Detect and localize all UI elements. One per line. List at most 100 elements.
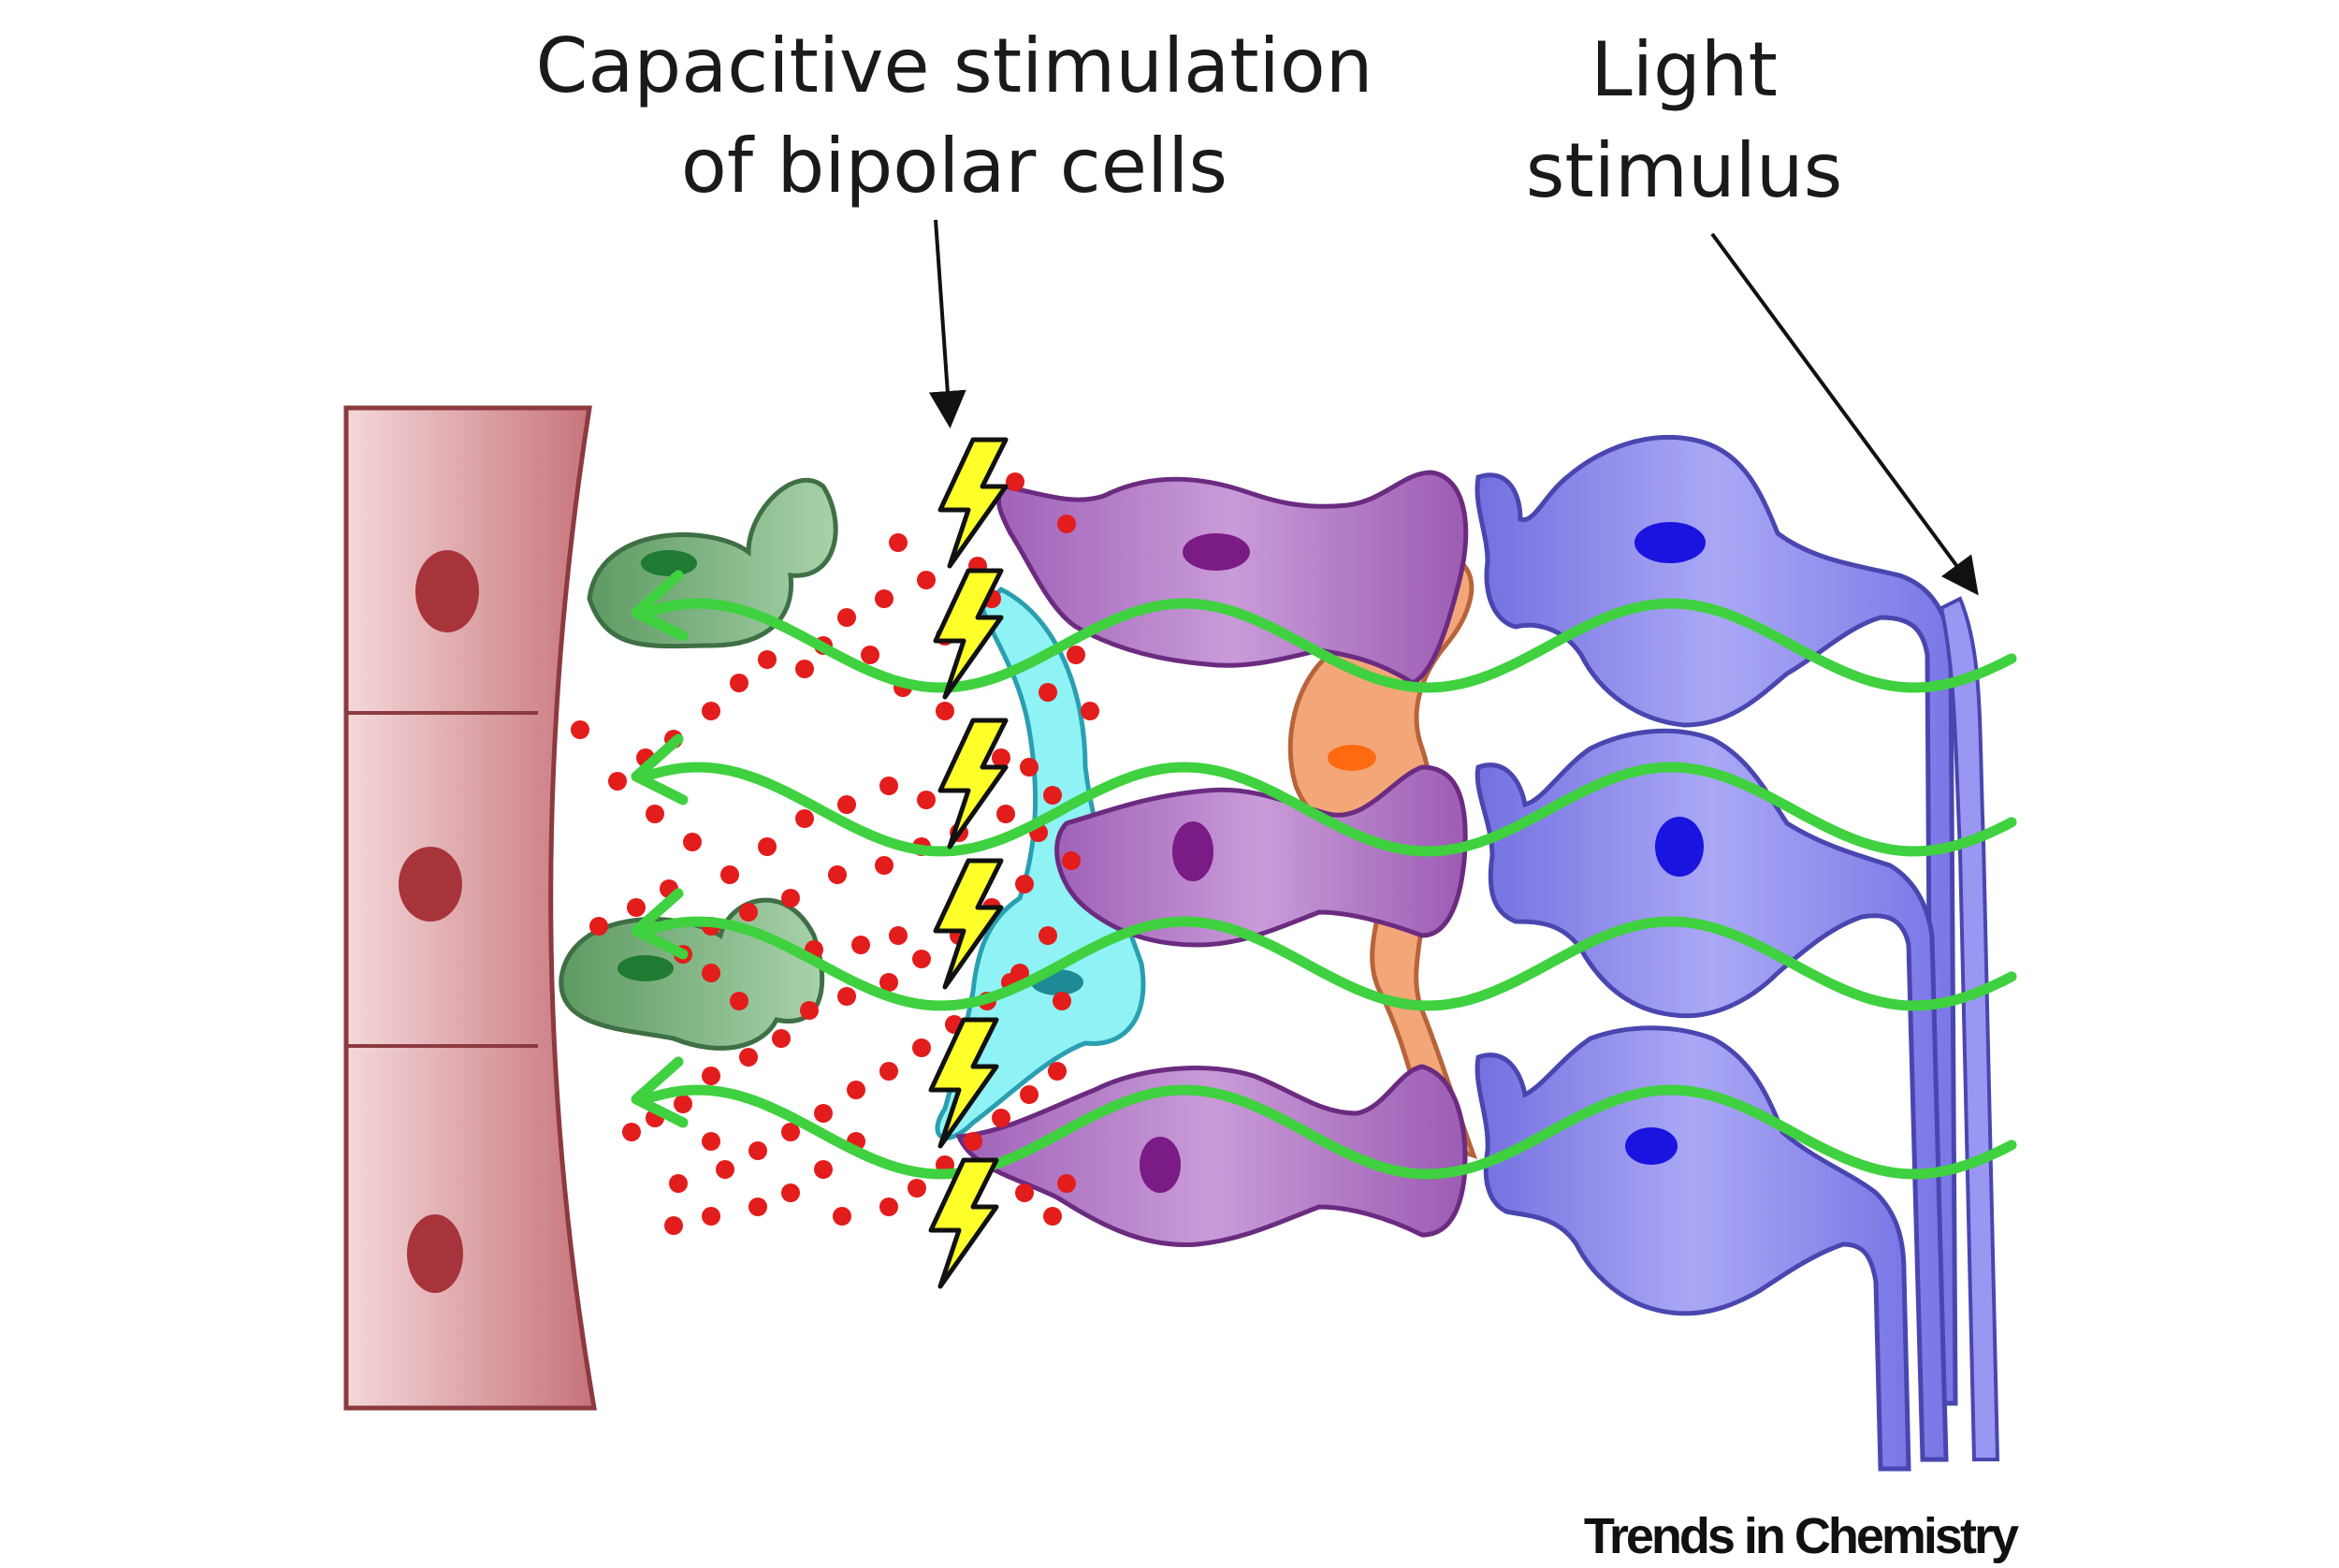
particle <box>1043 1207 1062 1226</box>
particle <box>964 1132 982 1151</box>
capacitive-label-line1: Capacitive stimulation <box>536 22 1373 109</box>
light-wave-arrowhead <box>631 570 689 642</box>
bipolar-cell-middle <box>1054 764 1468 948</box>
particle <box>589 917 608 936</box>
particle <box>716 1160 734 1179</box>
particle <box>814 1160 833 1179</box>
particle <box>683 833 702 851</box>
particle <box>739 1048 758 1067</box>
particle <box>669 1174 688 1193</box>
light-wave <box>640 916 2017 1011</box>
particle <box>1062 851 1081 870</box>
particle <box>814 1104 833 1123</box>
particle <box>1057 1174 1076 1193</box>
particle <box>889 926 908 945</box>
particle <box>837 608 856 627</box>
particle <box>1015 1183 1034 1202</box>
particle <box>879 1062 898 1081</box>
particle <box>1043 786 1062 805</box>
particle <box>875 856 893 875</box>
particle <box>795 660 814 678</box>
particle <box>847 1081 865 1099</box>
particle <box>837 987 856 1006</box>
particle <box>664 1216 683 1235</box>
particle <box>772 1029 791 1048</box>
particle <box>748 1141 767 1160</box>
particle <box>908 1179 926 1198</box>
light-wave <box>640 762 2017 857</box>
bipolar-nucleus <box>1140 1137 1181 1193</box>
light-label-line2: stimulus <box>1526 127 1843 214</box>
epithelium-nucleus <box>399 847 462 922</box>
pigment-epithelium <box>343 405 597 1411</box>
photoreceptor-middle <box>1475 728 1949 1462</box>
lightning-bolt-icon <box>928 1157 999 1289</box>
particle <box>912 1038 931 1057</box>
particle <box>851 936 870 954</box>
particle <box>875 589 893 608</box>
particle <box>917 571 936 589</box>
particle <box>730 674 748 692</box>
particle <box>702 1132 720 1151</box>
particle <box>702 964 720 982</box>
lightning-bolts <box>928 437 1009 1289</box>
particle <box>1020 758 1039 777</box>
lightning-bolt-icon <box>937 718 1009 849</box>
particle <box>608 772 627 791</box>
particle <box>837 795 856 814</box>
particle <box>800 1001 819 1020</box>
light-wave-arrowhead <box>631 1056 689 1128</box>
particle <box>996 805 1015 823</box>
bipolar-nucleus <box>1172 821 1213 881</box>
particle <box>879 777 898 795</box>
particle <box>861 646 879 664</box>
photoreceptor-nucleus <box>1655 817 1704 877</box>
particle <box>828 865 847 884</box>
epithelium-nucleus <box>415 550 479 632</box>
light-arrow <box>1710 232 1979 596</box>
particle <box>627 898 646 917</box>
particle <box>758 837 777 856</box>
particle <box>833 1207 851 1226</box>
particle <box>781 1123 800 1141</box>
particle <box>702 702 720 720</box>
photoreceptor-bottom <box>1475 1025 1911 1472</box>
particle <box>936 702 954 720</box>
capacitive-label-line2: of bipolar cells <box>681 123 1228 210</box>
particle <box>1039 683 1057 702</box>
particle <box>781 1183 800 1202</box>
capacitive-arrow <box>928 219 966 428</box>
particle <box>702 1067 720 1085</box>
light-wave <box>640 598 2017 693</box>
bipolar-nucleus <box>1183 533 1250 571</box>
particle <box>674 1095 692 1113</box>
particle <box>889 533 908 552</box>
particle <box>992 748 1010 767</box>
glial-cell-upper <box>587 477 838 649</box>
particle <box>1048 1062 1067 1081</box>
lightning-bolt-icon <box>933 568 1004 700</box>
particle <box>646 805 664 823</box>
particle <box>571 720 589 739</box>
photoreceptor-outer-segment <box>1939 596 2000 1461</box>
photoreceptor-nucleus <box>1634 522 1706 563</box>
particle <box>1015 875 1034 893</box>
particle <box>917 791 936 809</box>
particle <box>912 950 931 968</box>
particle <box>879 973 898 992</box>
particle <box>748 1198 767 1216</box>
particle <box>1067 646 1085 664</box>
light-waves <box>631 570 2017 1180</box>
particle <box>1020 1085 1039 1104</box>
particle <box>1081 702 1099 720</box>
particle <box>1039 926 1057 945</box>
lightning-bolt-icon <box>937 437 1009 569</box>
particle <box>758 650 777 669</box>
lightning-bolt-icon <box>933 858 1004 990</box>
particle <box>879 1198 898 1216</box>
particle <box>795 809 814 828</box>
light-label-line1: Light <box>1591 26 1778 113</box>
light-wave-arrowhead <box>631 733 689 806</box>
particle <box>1006 472 1024 491</box>
